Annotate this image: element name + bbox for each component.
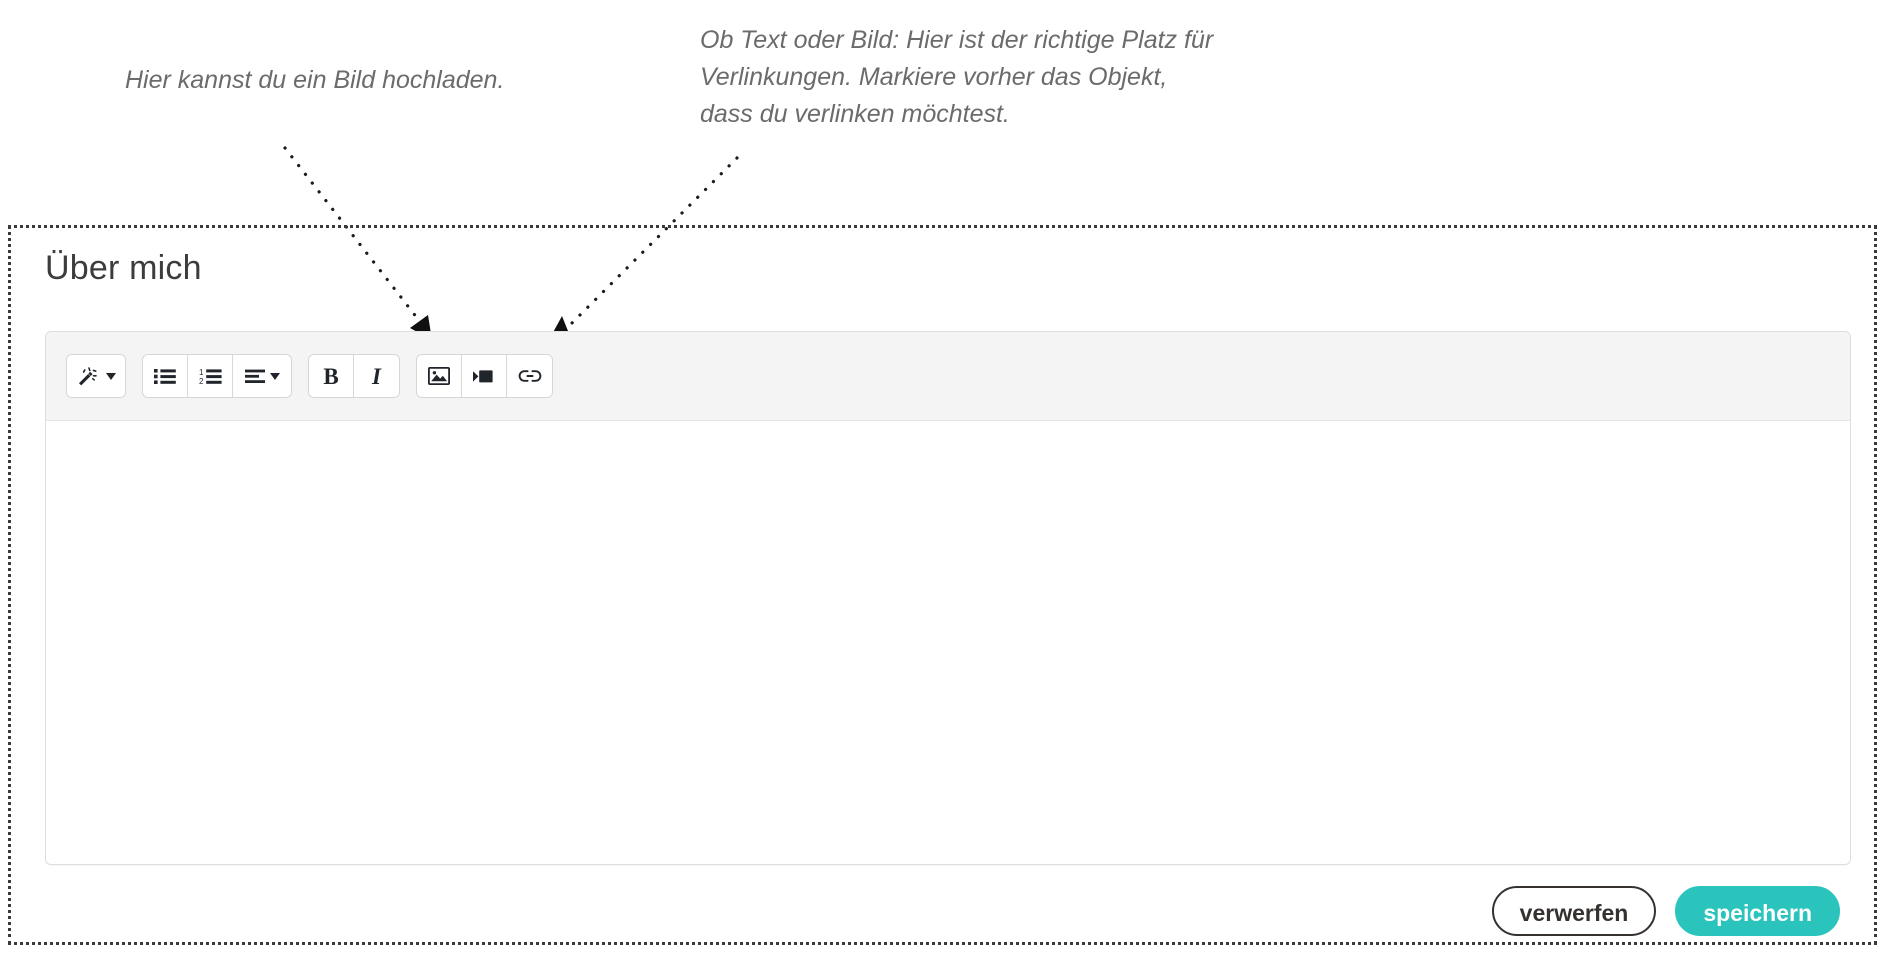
bold-button[interactable]: B [309, 355, 354, 397]
bullet-list-button[interactable] [143, 355, 188, 397]
numbered-list-button[interactable]: 1 2 [188, 355, 233, 397]
chevron-down-icon [269, 372, 280, 380]
image-button[interactable] [417, 355, 462, 397]
magic-wand-icon [76, 366, 102, 386]
about-me-card: Über mich [8, 225, 1877, 945]
annotation-image-upload: Hier kannst du ein Bild hochladen. [125, 66, 505, 94]
align-left-icon [244, 369, 265, 384]
rich-text-editor: 1 2 [45, 331, 1851, 865]
toolbar-group-lists: 1 2 [142, 354, 292, 398]
align-button[interactable] [233, 355, 291, 397]
link-icon [518, 369, 542, 383]
discard-button[interactable]: verwerfen [1491, 886, 1657, 936]
link-button[interactable] [507, 355, 552, 397]
italic-icon: I [372, 363, 381, 389]
save-button[interactable]: speichern [1675, 886, 1840, 936]
bold-icon: B [323, 363, 339, 389]
toolbar-group-formatting-presets [66, 354, 126, 398]
toolbar-group-insert [416, 354, 553, 398]
annotation-link-hint: Ob Text oder Bild: Hier ist der richtige… [700, 26, 1214, 128]
toolbar-group-text-style: B I [308, 354, 400, 398]
bullet-list-icon [154, 368, 176, 385]
italic-button[interactable]: I [354, 355, 399, 397]
chevron-down-icon [106, 372, 116, 380]
editor-content-area[interactable] [46, 421, 1850, 864]
editor-toolbar: 1 2 [46, 332, 1850, 421]
image-icon [428, 367, 450, 385]
video-icon [473, 369, 495, 384]
svg-text:1: 1 [199, 368, 204, 377]
video-button[interactable] [462, 355, 507, 397]
magic-wand-button[interactable] [67, 355, 125, 397]
page-title: Über mich [45, 249, 202, 287]
svg-text:2: 2 [199, 377, 204, 385]
numbered-list-icon: 1 2 [199, 368, 222, 385]
editor-action-bar: verwerfen speichern [1491, 886, 1840, 936]
